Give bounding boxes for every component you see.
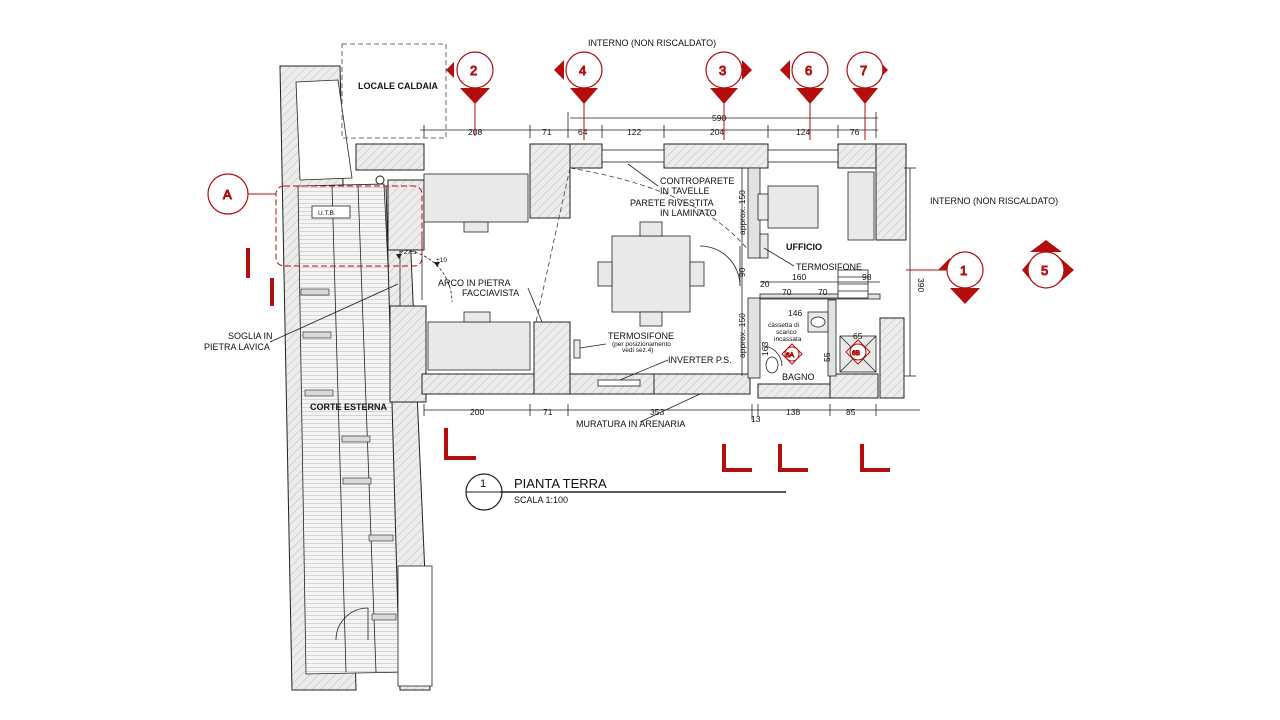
bagno-label: BAGNO [782,372,815,382]
cassetta-label-2: scarico [776,329,797,336]
cassetta-label-1: cassetta di [768,322,799,329]
dim-top-71: 71 [542,127,552,137]
utb-label: U.T.B. [318,210,336,217]
dim-90: 90 [737,267,747,277]
dim-top-76: 76 [850,127,860,137]
dim-right-390: 390 [916,278,926,292]
dim-approx-150-bottom: approx. 150 [737,313,747,358]
dim-top-122: 122 [627,127,641,137]
dim-55: 55 [822,352,832,362]
dimensions-interior: approx. 150 90 approx. 150 160 98 20 70 … [737,168,880,376]
corte-esterna-label: CORTE ESTERNA [310,402,388,412]
dim-top-total: 590 [712,113,726,123]
section-marker-4-label: 4 [579,63,586,78]
dim-bottom-353: 353 [650,407,664,417]
section-marker-A-label: A [223,187,232,202]
dim-163: 163 [760,342,770,356]
arco-label-1: ARCO IN PIETRA [438,278,511,288]
dim-top-204: 204 [710,127,724,137]
cassetta-label-3: incassata [774,336,802,343]
parete-label-2: IN LAMINATO [660,208,717,218]
section-marker-5-label: 5 [1041,263,1048,278]
inverter-label: INVERTER P.S. [668,355,732,365]
dim-65: 65 [853,331,863,341]
locale-caldaia-label: LOCALE CALDAIA [358,81,438,91]
drawing-title-block: 1 PIANTA TERRA SCALA 1:100 [465,473,786,511]
dim-bottom-13: 13 [751,414,761,424]
arco-label-2: FACCIAVISTA [462,288,519,298]
furniture [423,167,877,374]
dim-20: 20 [760,279,770,289]
section-marker-3: 3 [705,51,752,140]
section-marker-6B: 6B [845,339,871,365]
section-marker-6: 6 [780,51,829,140]
termosifone-label-1: TERMOSIFONE [796,262,862,272]
section-marker-7-label: 7 [860,63,867,78]
dim-146: 146 [788,308,802,318]
drawing-number: 1 [480,478,486,490]
dim-bottom-85: 85 [846,407,856,417]
muratura-label: MURATURA IN ARENARIA [576,419,685,429]
building-walls [355,143,907,403]
interno-top-label: INTERNO (NON RISCALDATO) [588,38,716,48]
ufficio-label: UFFICIO [786,242,822,252]
termosifone-note-1: (per posizionamento [612,341,671,348]
dim-160: 160 [792,272,806,282]
section-marker-6A: 6A [781,343,803,365]
section-marker-1: 1 [906,251,984,304]
parete-label-1: PARETE RIVESTITA [630,198,714,208]
section-marker-1-label: 1 [960,263,967,278]
drawing-scale: SCALA 1:100 [514,495,568,505]
dim-bottom-200: 200 [470,407,484,417]
level-marker-1: +27.5 [400,249,417,256]
section-marker-6B-label: 6B [852,350,860,357]
dim-bottom-138: 138 [786,407,800,417]
room-labels: INTERNO (NON RISCALDATO) INTERNO (NON RI… [204,38,1058,429]
dim-approx-150-top: approx. 150 [737,190,747,235]
dimensions-bottom: 200 71 353 13 138 85 [423,404,920,424]
utb-unit [311,205,351,219]
section-markers: 2 4 3 6 7 [207,51,1074,472]
court-corner-marker [375,175,385,185]
section-marker-6A-label: 6A [786,352,795,359]
section-marker-2-label: 2 [470,63,477,78]
level-marker-2: +10 [436,257,447,264]
interno-right-label: INTERNO (NON RISCALDATO) [930,196,1058,206]
soglia-label-1: SOGLIA IN [228,331,273,341]
controparete-label-1: CONTROPARETE [660,176,734,186]
dim-70-b: 70 [818,287,828,297]
section-marker-3-label: 3 [719,63,726,78]
section-marker-A: A [207,173,423,267]
section-marker-6-label: 6 [805,63,812,78]
dimensions-right: 390 [904,167,926,377]
section-marker-7: 7 [846,51,888,140]
drawing-title: PIANTA TERRA [514,476,607,491]
section-marker-5: 5 [1022,240,1074,289]
dim-top-64: 64 [578,127,588,137]
dimensions-top: 590 208 71 64 122 204 124 76 [420,112,878,138]
section-marker-4: 4 [554,51,603,140]
section-cut-marks [246,248,890,472]
section-marker-2: 2 [446,51,494,136]
dim-70-a: 70 [782,287,792,297]
court-small-items [300,288,397,621]
dim-top-124: 124 [796,127,810,137]
dim-bottom-71: 71 [543,407,553,417]
soglia-label-2: PIETRA LAVICA [204,342,270,352]
locale-caldaia: LOCALE CALDAIA [341,43,447,139]
termosifone-label-2: TERMOSIFONE [608,331,674,341]
termosifone-note-2: vedi sez.4) [622,347,653,354]
dim-98: 98 [862,272,872,282]
controparete-label-2: IN TAVELLE [660,186,710,196]
